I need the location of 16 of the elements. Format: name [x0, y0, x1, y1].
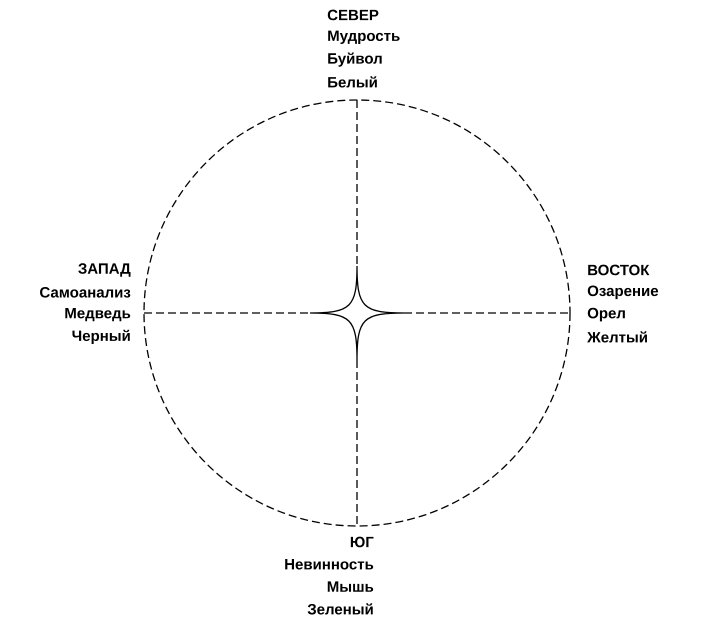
label-text: Озарение — [588, 286, 658, 300]
label-text: Самоанализ — [40, 286, 130, 298]
label-text: Буйвол — [328, 52, 382, 67]
label-text: Медведь — [65, 308, 130, 322]
label-text: Мышь — [328, 581, 374, 592]
label-text: Орел — [588, 308, 625, 322]
label-text: Черный — [72, 330, 130, 344]
label-text: ЮГ — [350, 536, 374, 548]
label-text: СЕВЕР — [328, 10, 378, 20]
label-text: Невинность — [285, 559, 374, 570]
label-text: Желтый — [587, 331, 647, 343]
label-text: ВОСТОК — [588, 264, 650, 276]
label-text: Белый — [328, 76, 377, 88]
label-text: Мудрость — [328, 30, 400, 44]
label-text: ЗАПАД — [78, 263, 130, 277]
label-text: Зеленый — [308, 603, 373, 615]
